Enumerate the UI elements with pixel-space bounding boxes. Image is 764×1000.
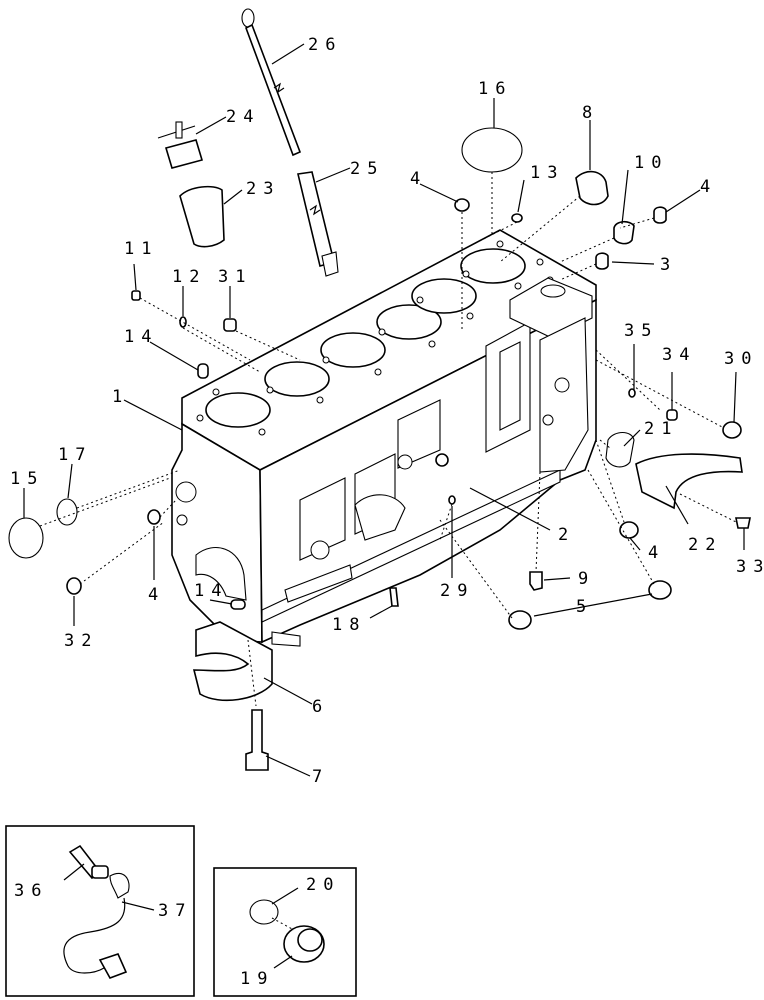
label-21: 21 <box>644 419 678 439</box>
leader-lines <box>23 43 745 777</box>
rear-plug-disc <box>461 127 523 173</box>
label-11: 11 <box>124 239 158 259</box>
label-35: 35 <box>624 321 658 341</box>
label-32: 32 <box>64 631 98 651</box>
dowel-12 <box>179 316 187 328</box>
main-bearing-bolt <box>245 709 269 771</box>
label-6: 6 <box>312 697 329 717</box>
dowel-13 <box>511 213 523 223</box>
label-29: 29 <box>440 581 474 601</box>
plug-4-front <box>147 509 161 525</box>
dowel-14-top <box>197 363 209 379</box>
stud-18 <box>389 587 399 607</box>
water-elbow-22 <box>635 453 743 510</box>
label-30: 30 <box>724 349 758 369</box>
label-14-bottom: 14 <box>194 581 228 601</box>
label-18: 18 <box>332 615 366 635</box>
label-34: 34 <box>662 345 696 365</box>
label-17: 17 <box>58 445 92 465</box>
inset-speed-sensor <box>5 825 195 997</box>
label-12: 12 <box>172 267 206 287</box>
label-1: 1 <box>112 387 129 407</box>
label-22: 22 <box>688 535 722 555</box>
label-13: 13 <box>530 163 564 183</box>
dipstick <box>241 8 302 157</box>
label-19: 19 <box>240 969 274 989</box>
label-4-front: 4 <box>148 585 165 605</box>
dowel-14-bottom <box>230 599 246 610</box>
label-9: 9 <box>578 569 595 589</box>
label-20: 20 <box>306 875 340 895</box>
assembly-paths <box>39 172 737 707</box>
inset-drain-plug <box>213 867 357 997</box>
label-16: 16 <box>478 79 512 99</box>
label-23: 23 <box>246 179 280 199</box>
plug-3 <box>595 252 609 270</box>
head-bolt-holes <box>196 240 554 436</box>
label-2: 2 <box>558 525 575 545</box>
dipstick-tube-sleeve <box>179 185 225 248</box>
cylinder-block <box>171 229 597 647</box>
o-ring-17 <box>56 498 78 526</box>
label-33: 33 <box>736 557 764 577</box>
label-25: 25 <box>350 159 384 179</box>
dipstick-cap <box>157 121 204 169</box>
dowel-29 <box>448 495 456 505</box>
label-4-top-right: 4 <box>700 177 717 197</box>
label-4-top: 4 <box>410 169 427 189</box>
plug-32 <box>66 577 82 595</box>
front-plug-disc-15 <box>8 517 44 559</box>
label-3: 3 <box>660 255 677 275</box>
plug-11 <box>131 290 141 301</box>
label-36: 36 <box>14 881 48 901</box>
dipstick-tube <box>297 171 339 277</box>
plug-5-left <box>508 610 532 630</box>
label-31: 31 <box>218 267 252 287</box>
rear-seal <box>575 170 609 206</box>
label-26: 26 <box>308 35 342 55</box>
plug-31 <box>223 318 237 332</box>
label-8: 8 <box>582 103 599 123</box>
label-5: 5 <box>576 597 593 617</box>
plug-4-deck <box>454 198 470 212</box>
label-4-side: 4 <box>648 543 665 563</box>
threaded-plug-10 <box>613 220 635 245</box>
plug-4-top <box>653 206 667 224</box>
plug-4-side <box>619 521 639 539</box>
part-number-labels: 26 24 23 25 16 8 10 4 4 13 3 11 12 31 14… <box>10 35 764 989</box>
fitting-9 <box>529 571 543 591</box>
label-37: 37 <box>158 901 192 921</box>
label-14-top: 14 <box>124 327 158 347</box>
plug-5-right <box>648 580 672 600</box>
label-24: 24 <box>226 107 260 127</box>
bolt-33 <box>735 517 751 529</box>
label-15: 15 <box>10 469 44 489</box>
label-7: 7 <box>312 767 329 787</box>
label-10: 10 <box>634 153 668 173</box>
dowel-35 <box>628 388 636 398</box>
gasket-21 <box>605 431 635 468</box>
plug-2 <box>435 453 449 467</box>
plug-30 <box>722 421 742 439</box>
